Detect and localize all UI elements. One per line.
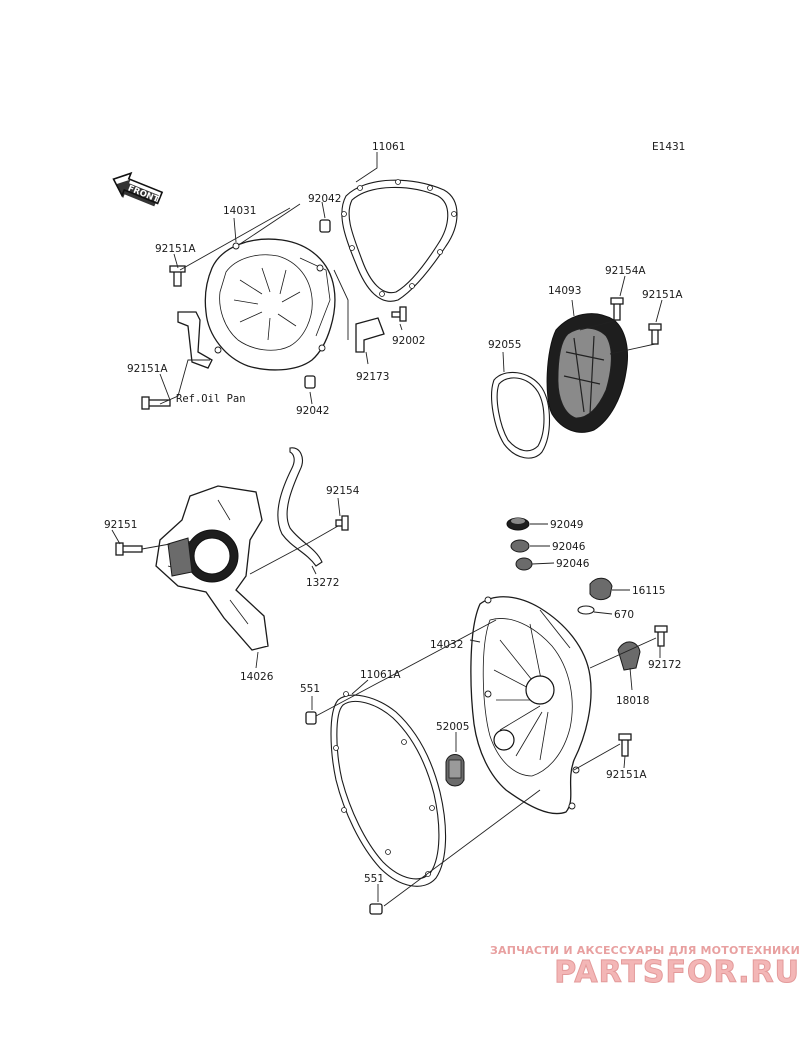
generator-cover-14031 [204, 238, 336, 371]
label-14026: 14026 [240, 671, 274, 683]
label-14093: 14093 [548, 285, 581, 297]
label-92151a-4: 92151A [606, 769, 647, 781]
front-arrow-icon: FRONT [112, 171, 164, 207]
label-551-bottom: 551 [364, 873, 384, 885]
gasket-11061a [330, 694, 447, 887]
diagram-code: E1431 [652, 141, 685, 153]
label-551-top: 551 [300, 683, 320, 695]
label-92046-b: 92046 [556, 558, 590, 570]
label-92151a-1: 92151A [155, 243, 196, 255]
gasket-11061 [341, 179, 458, 302]
label-52005: 52005 [436, 721, 469, 733]
label-16115: 16115 [632, 585, 665, 597]
label-670: 670 [614, 609, 634, 621]
label-11061a: 11061A [360, 669, 401, 681]
watermark-tagline: ЗАПЧАСТИ И АКСЕССУАРЫ ДЛЯ МОТОТЕХНИКИ [490, 944, 800, 957]
label-14032: 14032 [430, 639, 463, 651]
label-92042-top: 92042 [308, 193, 341, 205]
label-92154a: 92154A [605, 265, 646, 277]
label-92002: 92002 [392, 335, 425, 347]
label-18018: 18018 [616, 695, 649, 707]
cover-14093 [546, 313, 628, 433]
label-92173: 92173 [356, 371, 389, 383]
label-92151a-2: 92151A [127, 363, 168, 375]
label-92042-bottom: 92042 [296, 405, 329, 417]
label-92151: 92151 [104, 519, 137, 531]
watermark: ЗАПЧАСТИ И АКСЕССУАРЫ ДЛЯ МОТОТЕХНИКИ PA… [470, 944, 800, 991]
label-14031: 14031 [223, 205, 256, 217]
watermark-logo: PARTSFOR.RU [554, 955, 800, 991]
guide-13272 [277, 447, 323, 567]
label-13272: 13272 [306, 577, 339, 589]
label-92049: 92049 [550, 519, 583, 531]
label-92151a-3: 92151A [642, 289, 683, 301]
label-92172: 92172 [648, 659, 681, 671]
clutch-cover-14032 [470, 596, 592, 815]
label-92055: 92055 [488, 339, 521, 351]
label-92046-a: 92046 [552, 541, 586, 553]
label-ref-oil-pan: Ref.Oil Pan [176, 393, 246, 405]
label-92154: 92154 [326, 485, 360, 497]
label-11061: 11061 [372, 141, 405, 153]
sprocket-cover-14026 [155, 485, 269, 651]
gasket-92055 [491, 371, 550, 459]
